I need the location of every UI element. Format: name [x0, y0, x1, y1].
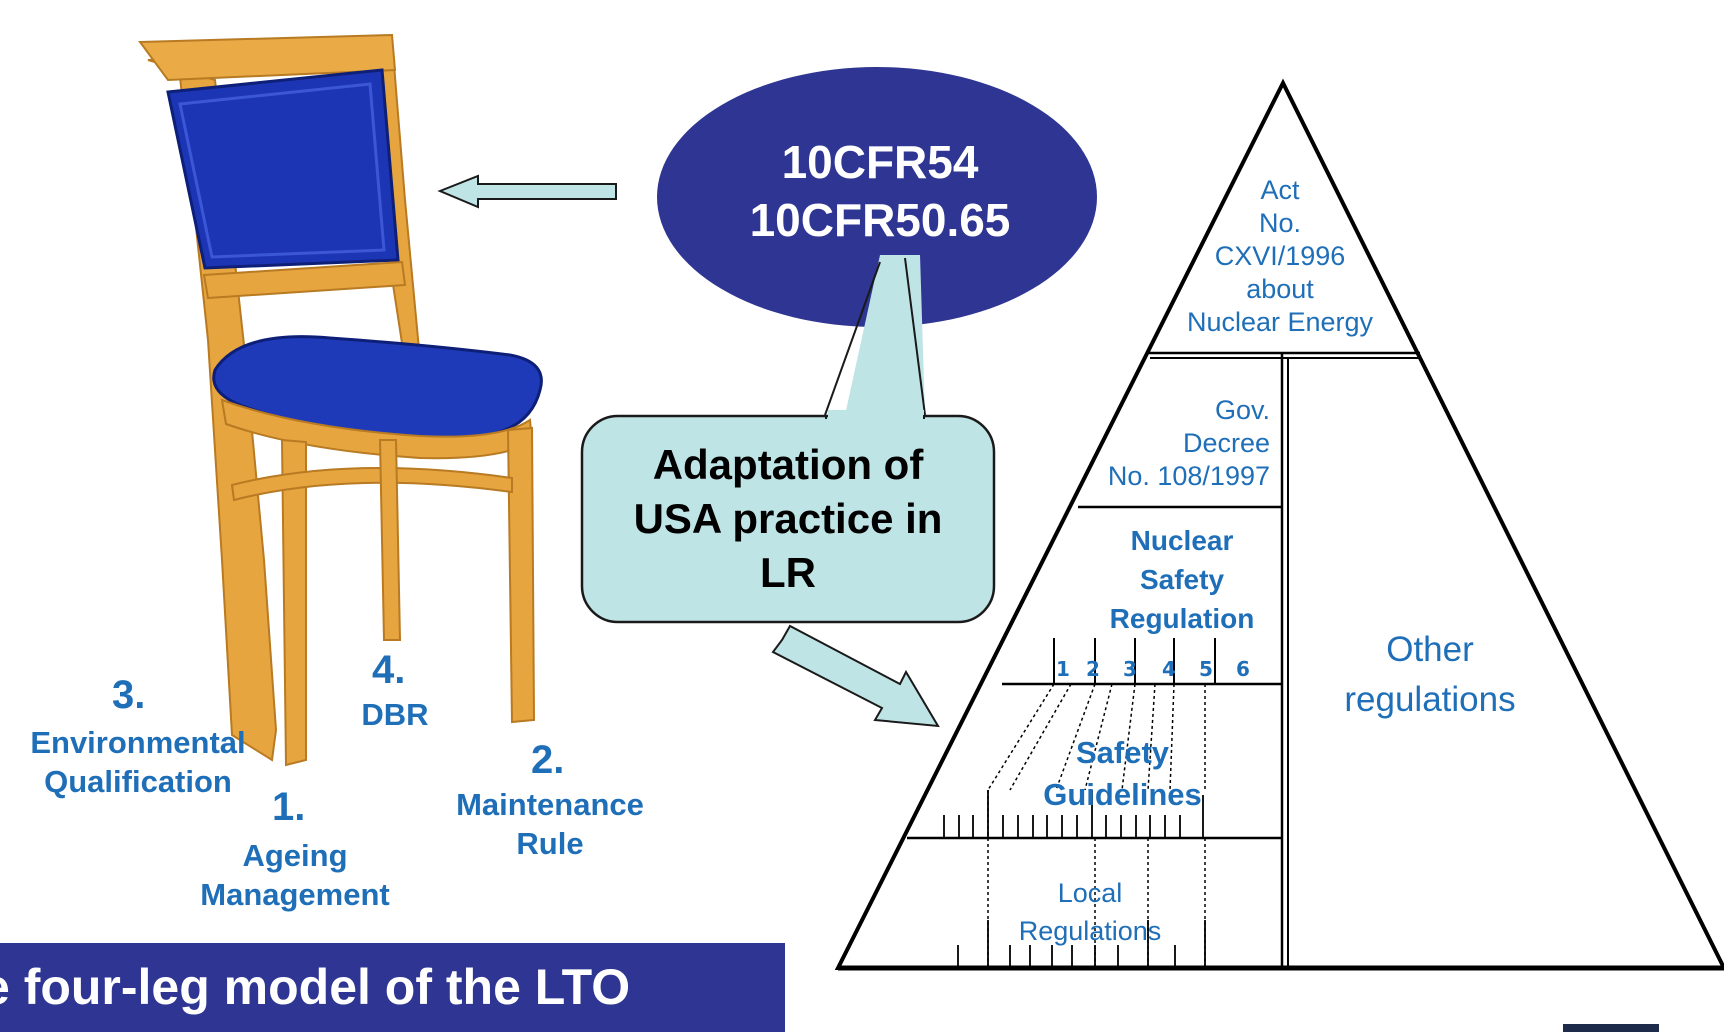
- chair-illustration: [138, 33, 543, 767]
- leg-2-label: Maintenance Rule: [430, 785, 670, 863]
- nsr-line2: Safety: [1139, 564, 1225, 595]
- act-line2: No.: [1258, 208, 1302, 238]
- decree-line3: No. 108/1997: [1107, 461, 1270, 491]
- act-line5: Nuclear Energy: [1186, 307, 1374, 337]
- decree-label: Gov. Decree No. 108/1997: [1082, 394, 1270, 493]
- regulation-codes: 10CFR54 10CFR50.65: [680, 133, 1080, 249]
- nsr-number-1: 1: [1056, 657, 1070, 681]
- nsr-number-2: 2: [1086, 657, 1100, 681]
- title-banner-text: e four-leg model of the LTO: [0, 959, 631, 1015]
- decree-line1: Gov.: [1214, 395, 1270, 425]
- regulation-code-1: 10CFR54: [781, 136, 979, 188]
- adaptation-line2: USA practice in: [633, 495, 943, 542]
- leg-1-number: 1.: [272, 785, 306, 829]
- guidelines-line2: Guidelines: [1043, 777, 1202, 812]
- act-line4: about: [1246, 274, 1314, 304]
- other-line1: Other: [1386, 630, 1474, 669]
- local-line1: Local: [1057, 878, 1123, 908]
- leg-2-label-line2: Rule: [516, 826, 584, 861]
- leg-4-label: DBR: [361, 697, 429, 732]
- nsr-number-5: 5: [1199, 657, 1213, 681]
- act-label: Act No. CXVI/1996 about Nuclear Energy: [1160, 174, 1400, 339]
- leg-4-number: 4.: [372, 648, 406, 692]
- nsr-number-4: 4: [1162, 657, 1176, 681]
- local-line2: Regulations: [1018, 916, 1162, 946]
- guidelines-label: Safety Guidelines: [1030, 732, 1215, 816]
- diagonal-arrow: [771, 624, 940, 728]
- leg-1-label-line2: Management: [200, 877, 390, 912]
- nsr-number-3: 3: [1123, 657, 1137, 681]
- leg-1-label-line1: Ageing: [242, 838, 348, 873]
- other-regulations-label: Other regulations: [1310, 625, 1550, 725]
- leg-2-number: 2.: [531, 738, 565, 782]
- leg-2-label-line1: Maintenance: [456, 787, 644, 822]
- regulation-callout-ellipse: [657, 67, 1097, 416]
- local-label: Local Regulations: [995, 874, 1185, 950]
- corner-mark: [1563, 1024, 1659, 1032]
- regulation-code-2: 10CFR50.65: [749, 194, 1011, 246]
- adaptation-callout-box: [580, 414, 996, 624]
- guidelines-line1: Safety: [1075, 735, 1170, 770]
- leg-3-label-line2: Qualification: [44, 764, 232, 799]
- left-arrow: [437, 174, 617, 209]
- nsr-line3: Regulation: [1109, 603, 1255, 634]
- adaptation-text: Adaptation of USA practice in LR: [592, 438, 984, 600]
- leg-3-label-line1: Environmental: [30, 725, 246, 760]
- leg-3-label: Environmental Qualification: [2, 723, 274, 801]
- adaptation-line3: LR: [760, 549, 816, 596]
- decree-line2: Decree: [1182, 428, 1270, 458]
- act-line1: Act: [1260, 175, 1300, 205]
- nsr-number-6: 6: [1236, 657, 1250, 681]
- nsr-label: Nuclear Safety Regulation: [1082, 521, 1282, 638]
- other-line2: regulations: [1344, 680, 1516, 719]
- nsr-line1: Nuclear: [1130, 525, 1234, 556]
- leg-1-label: Ageing Management: [170, 836, 420, 914]
- regulation-pyramid: [834, 78, 1724, 971]
- act-line3: CXVI/1996: [1214, 241, 1346, 271]
- leg-3-number: 3.: [112, 673, 146, 717]
- title-banner: e four-leg model of the LTO: [0, 943, 785, 1032]
- adaptation-line1: Adaptation of: [652, 441, 924, 488]
